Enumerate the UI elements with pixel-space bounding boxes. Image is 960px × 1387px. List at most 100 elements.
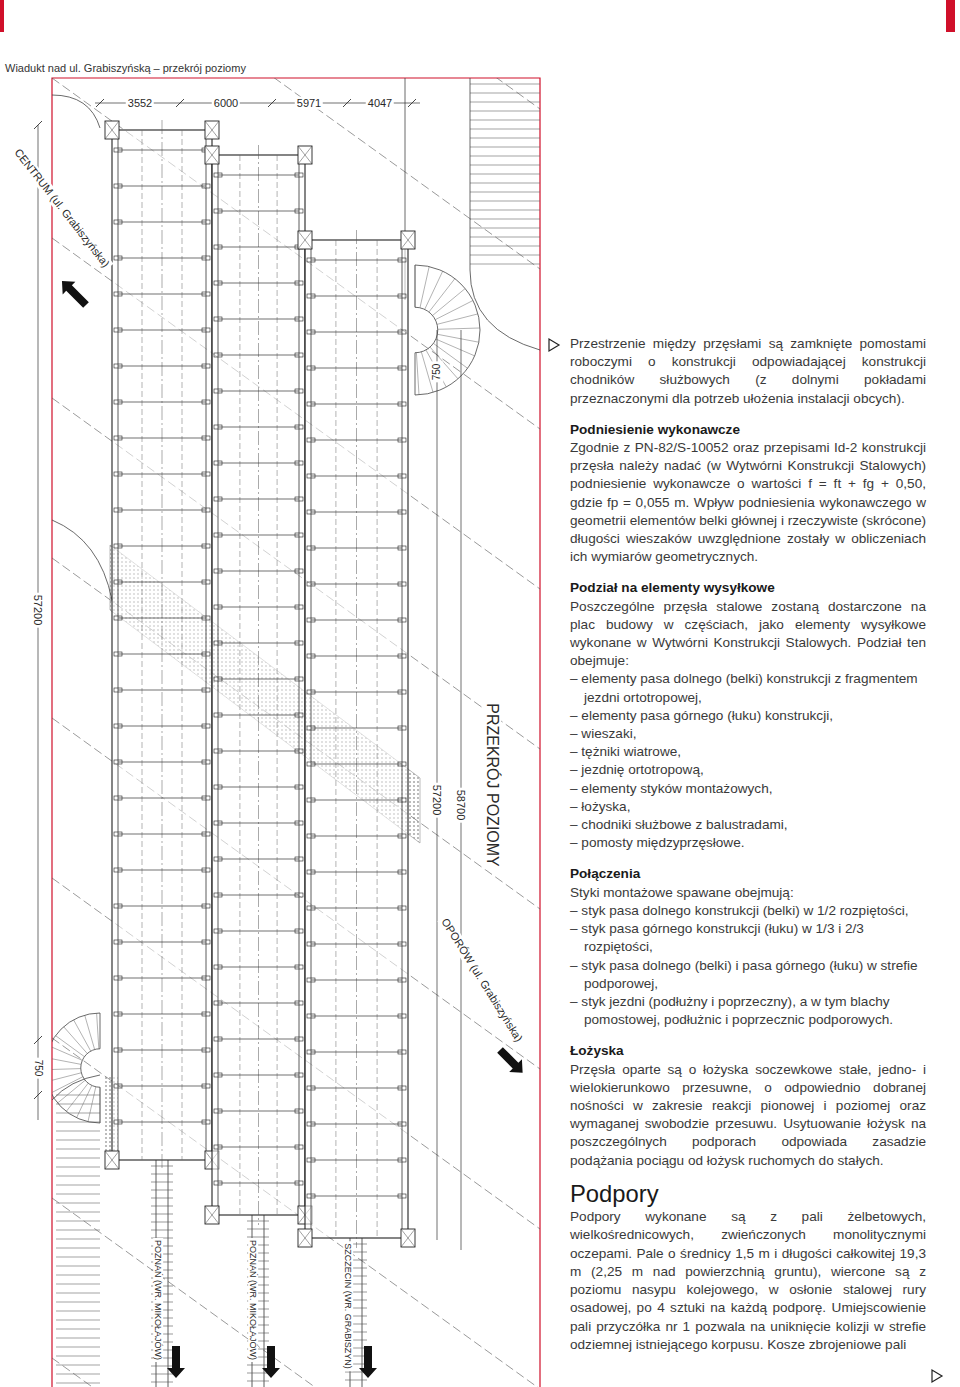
hanger-symbol xyxy=(202,364,210,368)
hanger-symbol xyxy=(295,965,303,969)
dimension-label: 750 xyxy=(431,362,443,383)
cross-beam xyxy=(311,1196,402,1197)
hanger-symbol xyxy=(295,1145,303,1149)
hanger-symbol xyxy=(398,546,406,550)
hatch-line xyxy=(56,1176,100,1177)
direction-arrow xyxy=(262,1346,280,1378)
stair-step xyxy=(415,265,416,307)
hanger-symbol xyxy=(214,965,222,969)
bearing xyxy=(205,121,219,139)
cross-beam xyxy=(218,571,299,572)
hanger-symbol xyxy=(295,1109,303,1113)
cross-beam xyxy=(218,535,299,536)
sleeper xyxy=(247,1381,269,1382)
stair-step xyxy=(88,1087,96,1122)
hatch-line xyxy=(470,111,540,112)
cross-beam xyxy=(218,859,299,860)
hanger-symbol xyxy=(202,868,210,872)
cross-beam xyxy=(218,1003,299,1004)
hatch-line xyxy=(56,1230,100,1231)
cross-beam xyxy=(311,404,402,405)
cross-beam xyxy=(311,908,402,909)
stringer xyxy=(142,130,143,1160)
hanger-symbol xyxy=(295,929,303,933)
hanger-symbol xyxy=(398,690,406,694)
sleeper xyxy=(151,1166,173,1167)
bearing-cross xyxy=(298,1229,312,1247)
hanger-symbol xyxy=(295,605,303,609)
hanger-symbol xyxy=(214,1145,222,1149)
hanger-symbol xyxy=(295,785,303,789)
cross-beam xyxy=(311,548,402,549)
cross-beam xyxy=(311,692,402,693)
hanger-symbol xyxy=(214,749,222,753)
cross-beam xyxy=(218,607,299,608)
cross-beam xyxy=(311,980,402,981)
cross-beam xyxy=(118,510,206,511)
bearing xyxy=(298,1229,312,1247)
hanger-symbol xyxy=(214,713,222,717)
sleeper xyxy=(151,1198,173,1199)
list-item: – elementy styków montażowych, xyxy=(570,780,926,798)
hanger-symbol xyxy=(202,976,210,980)
axis-line xyxy=(162,120,163,1170)
stair-step xyxy=(64,1027,88,1054)
hatch-line xyxy=(56,1356,100,1357)
stair-step xyxy=(97,1013,99,1049)
dimension-tick xyxy=(96,99,104,107)
bearing xyxy=(105,1151,119,1169)
dimension-tick xyxy=(176,99,184,107)
cross-beam xyxy=(311,656,402,657)
hanger-symbol xyxy=(214,785,222,789)
list-item: – tężniki wiatrowe, xyxy=(570,743,926,761)
spiral-stair xyxy=(415,265,480,395)
hatch-line xyxy=(56,1329,100,1330)
cross-beam xyxy=(118,474,206,475)
hatch-line xyxy=(56,1257,100,1258)
hanger-symbol xyxy=(295,677,303,681)
hatch-line xyxy=(470,183,540,184)
hatch-line xyxy=(470,84,540,85)
hanger-symbol xyxy=(398,726,406,730)
bearing-cross xyxy=(401,1229,415,1247)
bearing xyxy=(401,231,415,249)
hatch-line xyxy=(470,165,540,166)
hanger-symbol xyxy=(202,724,210,728)
hatch-line xyxy=(56,1194,100,1195)
cross-beam xyxy=(218,751,299,752)
hanger-symbol xyxy=(114,724,122,728)
paragraph-marker xyxy=(932,1370,942,1382)
bearing-cross xyxy=(298,146,312,164)
hanger-symbol xyxy=(114,400,122,404)
cross-beam xyxy=(118,1050,206,1051)
stair-step xyxy=(426,350,446,387)
cross-beam xyxy=(311,1016,402,1017)
stair-step xyxy=(52,1046,82,1060)
stair-step xyxy=(100,1087,101,1123)
hanger-symbol xyxy=(398,1194,406,1198)
body-paragraph: Podpory wykonane są z pali żelbetowych, … xyxy=(570,1208,926,1354)
stair-step xyxy=(52,1069,81,1070)
hanger-symbol xyxy=(295,389,303,393)
hanger-symbol xyxy=(307,546,315,550)
cross-beam xyxy=(118,222,206,223)
hatch-line xyxy=(56,1149,100,1150)
body-paragraph: Przestrzenie między przęsłami są zamknię… xyxy=(570,335,926,408)
cross-beam xyxy=(118,294,206,295)
hanger-symbol xyxy=(214,317,222,321)
cross-beam xyxy=(311,440,402,441)
hanger-symbol xyxy=(307,654,315,658)
hanger-symbol xyxy=(307,510,315,514)
cross-beam xyxy=(311,764,402,765)
cross-beam xyxy=(118,186,206,187)
hatch-line xyxy=(470,246,540,247)
hatch-line xyxy=(56,1167,100,1168)
hanger-symbol xyxy=(214,857,222,861)
hatch-line xyxy=(56,1311,100,1312)
dimension-label: 5971 xyxy=(295,97,323,110)
direction-label: POZNAŃ (WR. MIKOŁAJÓW) xyxy=(153,1238,163,1362)
direction-label: OPORÓW (ul. Grabiszyńska) xyxy=(438,914,527,1045)
cross-beam xyxy=(218,1147,299,1148)
sleeper xyxy=(151,1182,173,1183)
